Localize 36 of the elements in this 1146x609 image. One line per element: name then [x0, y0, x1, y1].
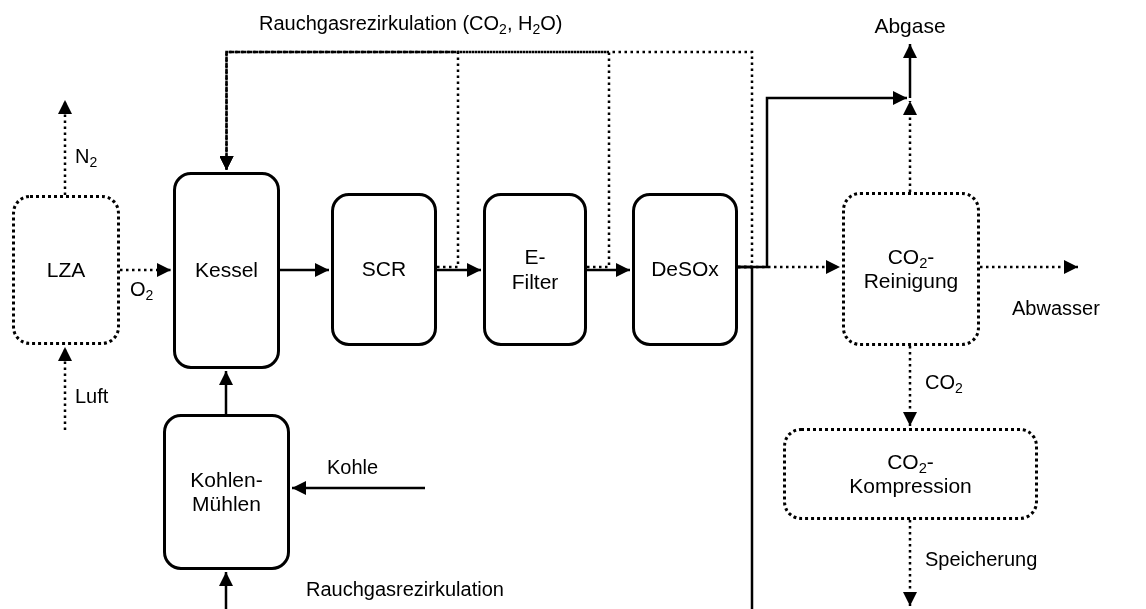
- edge-label: Speicherung: [923, 548, 1040, 570]
- process-box: [783, 428, 1038, 520]
- process-box: [173, 172, 280, 369]
- arrow: [738, 91, 907, 269]
- arrow: [280, 263, 329, 277]
- process-box: [331, 193, 437, 346]
- box-label: CO$_{2}$- Kompression: [849, 449, 972, 499]
- arrow: [903, 44, 917, 98]
- arrow: [437, 263, 481, 277]
- box-label: CO$_{2}$- Reinigung: [863, 244, 959, 294]
- process-box: [632, 193, 738, 346]
- flow-label: Rauchgasrezirkulation: [305, 578, 505, 600]
- process-box: [12, 195, 120, 345]
- box-label: Kessel: [195, 258, 258, 283]
- dotted-arrow: [120, 263, 171, 277]
- flow-label: Abgase: [874, 13, 946, 39]
- process-box: [842, 192, 980, 346]
- box-label: E- Filter: [511, 245, 559, 294]
- arrow: [292, 481, 425, 495]
- dotted-arrow: [219, 50, 754, 269]
- process-box: [483, 193, 587, 346]
- dotted-arrow: [903, 101, 917, 192]
- box-label: DeSOx: [651, 257, 719, 282]
- flow-label: Rauchgasrezirkulation (CO$_{2}$, H$_{2}$O): [258, 12, 564, 34]
- arrow: [587, 263, 630, 277]
- dotted-arrow: [980, 260, 1078, 274]
- dotted-arrow: [903, 346, 917, 426]
- box-label: LZA: [46, 257, 86, 283]
- box-label: SCR: [361, 257, 407, 282]
- process-box: [163, 414, 290, 570]
- dotted-arrow: [58, 347, 72, 430]
- dotted-arrow: [58, 100, 72, 195]
- box-label: Kohlen- Mühlen: [190, 467, 263, 517]
- dotted-arrow: [903, 520, 917, 606]
- arrow: [219, 572, 233, 609]
- arrow: [219, 371, 233, 414]
